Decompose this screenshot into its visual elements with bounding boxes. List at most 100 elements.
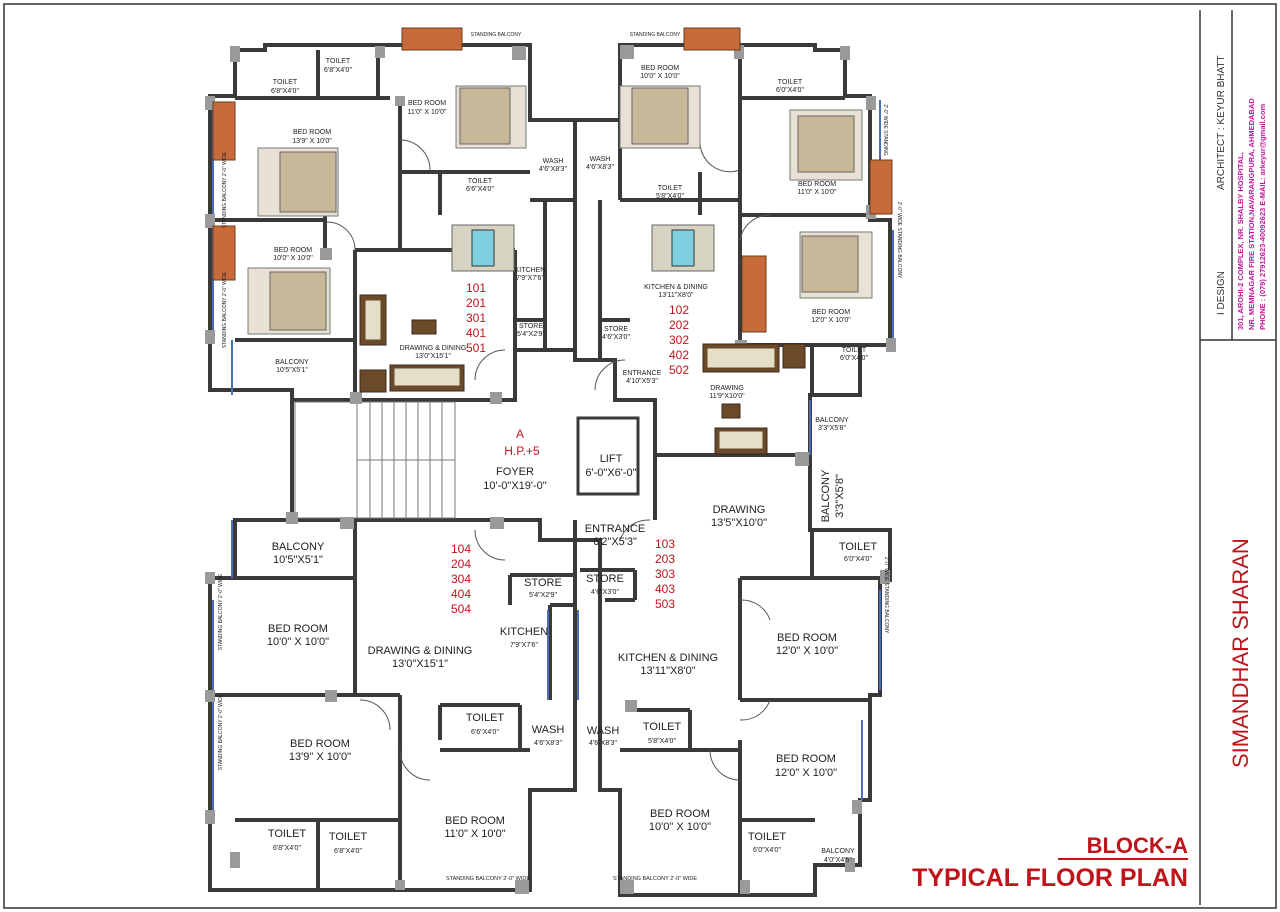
unit-number: 301 xyxy=(466,311,486,325)
room-label: BALCONY xyxy=(815,417,849,424)
room-label: TOILET xyxy=(643,721,682,733)
room-size: 13'11"X8'0" xyxy=(658,292,694,299)
room-size: 4'6"X8'3" xyxy=(586,164,614,171)
room-size: 5'4"X2'9" xyxy=(517,331,545,338)
block-tag: A xyxy=(516,427,524,441)
room-size: 6'0"X4'0" xyxy=(753,847,781,854)
room-size: 10'5"X5'1" xyxy=(276,367,308,374)
room-label: KITCHEN xyxy=(500,626,548,638)
lift-label: LIFT xyxy=(600,453,623,465)
room-label: BED ROOM xyxy=(650,808,710,820)
block-title: BLOCK-A xyxy=(1087,833,1189,858)
lift-size: 6'-0"X6'-0" xyxy=(585,467,636,479)
room-label: TOILET xyxy=(326,58,351,65)
unit-number: 204 xyxy=(451,557,471,571)
room-size: 5'4"X2'9" xyxy=(529,592,557,599)
room-size: 11'0" X 10'0" xyxy=(407,109,447,116)
room-label: TOILET xyxy=(658,185,683,192)
room-size: 6'0"X4'0" xyxy=(776,87,804,94)
room-size: 4'0"X4'5" xyxy=(824,857,852,864)
room-label: DRAWING xyxy=(710,385,744,392)
room-size: 10'0" X 10'0" xyxy=(273,255,313,262)
entrance-size: 6'2"X5'3" xyxy=(593,536,637,548)
plan-title: TYPICAL FLOOR PLAN xyxy=(912,864,1188,892)
room-size: 13'0"X15'1" xyxy=(392,658,448,670)
room-size: 12'0" X 10'0" xyxy=(811,317,851,324)
room-label: BED ROOM xyxy=(798,181,836,188)
room-label: TOILET xyxy=(273,79,298,86)
title-block: BLOCK-A TYPICAL FLOOR PLAN xyxy=(912,833,1188,892)
lift-shaft xyxy=(576,416,640,496)
foyer-label: FOYER xyxy=(496,466,534,478)
room-label: STORE xyxy=(524,577,562,589)
room-size: 11'9"X10'0" xyxy=(709,393,745,400)
ne-room-labels: STANDING BALCONY BED ROOM 10'0" X 10'0" … xyxy=(586,32,902,432)
room-label: BED ROOM xyxy=(268,623,328,635)
se-room-labels: DRAWING 13'5"X10'0" BALCONY 3'3"X5'8" TO… xyxy=(586,469,889,882)
height-tag: H.P.+5 xyxy=(504,444,540,458)
unit-number: 501 xyxy=(466,341,486,355)
room-size: 4'6"X3'0" xyxy=(591,589,619,596)
room-size: 12'0" X 10'0" xyxy=(775,767,837,779)
room-label: STANDING BALCONY xyxy=(630,32,681,38)
room-label: BED ROOM xyxy=(274,247,312,254)
room-label: BED ROOM xyxy=(777,632,837,644)
room-size: 10'0" X 10'0" xyxy=(267,636,329,648)
room-label: 2'-0" WIDE STANDING BALCONY xyxy=(896,202,902,279)
room-label: TOILET xyxy=(842,347,867,354)
room-size: 10'5"X5'1" xyxy=(273,554,323,566)
room-label: BED ROOM xyxy=(776,753,836,765)
room-size: 11'0" X 10'0" xyxy=(444,828,505,840)
room-label: STANDING BALCONY 2'-0" WIDE xyxy=(222,271,228,348)
room-size: 6'0"X4'0" xyxy=(844,556,872,563)
room-size: 4'10"X5'3" xyxy=(626,378,658,385)
room-size: 6'8"X4'0" xyxy=(271,88,299,95)
room-label: KITCHEN & DINING xyxy=(618,652,718,664)
room-size: 6'6"X4'0" xyxy=(471,729,499,736)
room-size: 13'9" X 10'0" xyxy=(292,138,332,145)
room-size: 4'6"X8'3" xyxy=(539,166,567,173)
unit-number: 404 xyxy=(451,587,471,601)
room-size: 6'8"X4'0" xyxy=(273,845,301,852)
room-size: 4'6"X3'0" xyxy=(602,334,630,341)
room-label: BALCONY xyxy=(275,359,309,366)
room-size: 7'9"X7'6" xyxy=(516,275,544,282)
room-label: BED ROOM xyxy=(408,100,446,107)
room-size: 7'9"X7'6" xyxy=(510,642,538,649)
room-label: BED ROOM xyxy=(445,815,505,827)
room-size: 4'6"X8'3" xyxy=(534,740,562,747)
firm-contact: PHONE : (079) 27912623-40092623 E-MAIL: … xyxy=(1258,104,1267,330)
room-size: 10'0" X 10'0" xyxy=(649,821,711,833)
room-label: BALCONY xyxy=(272,541,325,553)
room-size: 3'3"X5'8" xyxy=(834,474,846,518)
room-label: STANDING BALCONY 2'-0" WIDE xyxy=(222,151,228,228)
title-strip: ARCHITECT : KEYUR BHATT I DESIGN 301, AR… xyxy=(1199,10,1276,905)
furniture xyxy=(212,27,893,455)
architect-name: ARCHITECT : KEYUR BHATT xyxy=(1216,55,1227,190)
room-size: 10'0" X 10'0" xyxy=(640,73,680,80)
unit-number: 403 xyxy=(655,582,675,596)
room-size: 6'0"X4'0" xyxy=(840,355,868,362)
core-labels: A H.P.+5 FOYER 10'-0"X19'-0" LIFT 6'-0"X… xyxy=(483,427,645,548)
room-label: STANDING BALCONY 2'-0" WIDE xyxy=(613,876,697,882)
room-label: TOILET xyxy=(329,831,368,843)
entrance-label: ENTRANCE xyxy=(585,523,646,535)
unit-numbers-nw: 101 201 301 401 501 xyxy=(466,281,486,355)
unit-numbers-se: 103 203 303 403 503 xyxy=(655,537,675,611)
room-size: 5'8"X4'0" xyxy=(656,193,684,200)
room-label: KITCHEN & DINING xyxy=(644,284,708,291)
unit-number: 402 xyxy=(669,348,689,362)
unit-number: 201 xyxy=(466,296,486,310)
project-name: SIMANDHAR SHARAN xyxy=(1228,538,1253,768)
staircase xyxy=(294,401,456,519)
room-label: DRAWING & DINING xyxy=(400,345,467,352)
bottom-wing xyxy=(208,400,892,897)
room-label: STORE xyxy=(519,323,543,330)
room-size: 12'0" X 10'0" xyxy=(776,645,838,657)
room-size: 5'8"X4'0" xyxy=(648,738,676,745)
unit-number: 104 xyxy=(451,542,471,556)
room-label: BED ROOM xyxy=(290,738,350,750)
room-size: 4'6"X8'3" xyxy=(589,740,617,747)
unit-number: 401 xyxy=(466,326,486,340)
